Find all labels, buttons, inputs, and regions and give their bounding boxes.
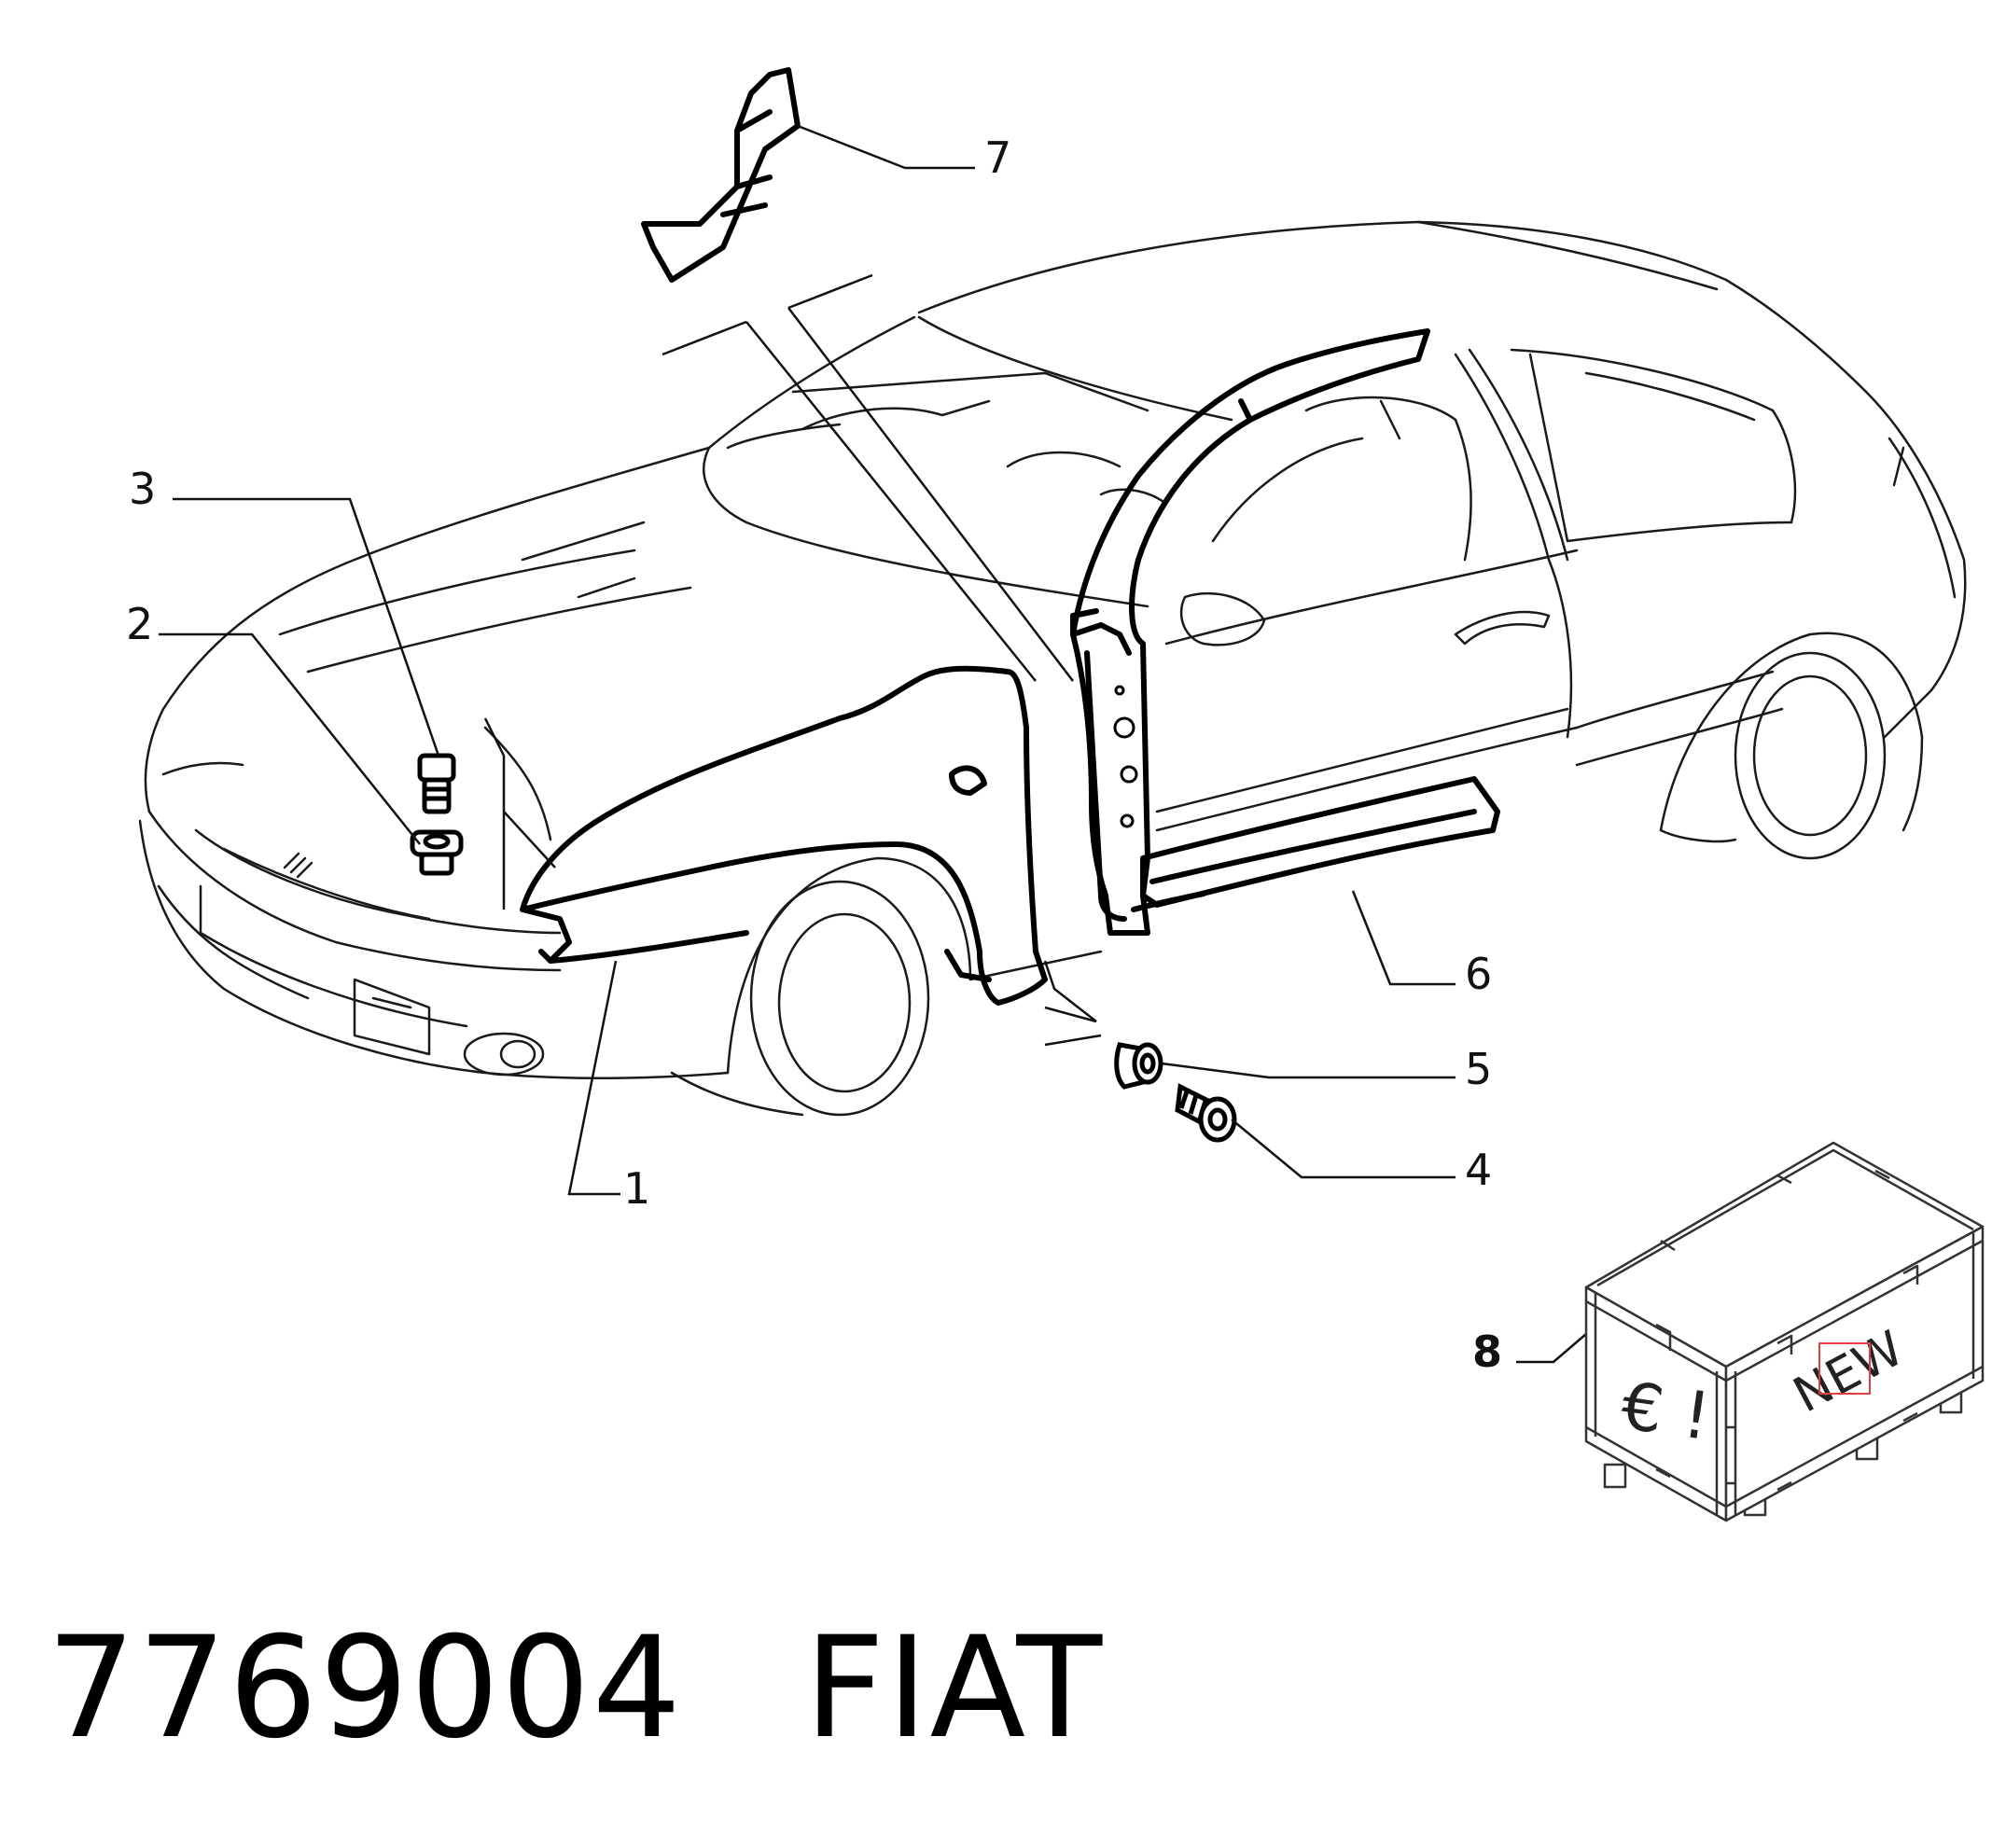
part-7-reinforcement <box>641 67 801 283</box>
callout-8: 8 <box>1472 1327 1502 1377</box>
callout-4: 4 <box>1465 1145 1492 1195</box>
fastener-5 <box>1114 1042 1163 1090</box>
highlighted-parts <box>520 67 1500 1006</box>
car-outline <box>138 220 1967 1117</box>
brand-name: FIAT <box>804 1607 1105 1770</box>
leader-lines <box>159 124 1587 1364</box>
part-1-fender <box>520 665 1048 1006</box>
part-6-sill <box>1140 776 1500 908</box>
pillar-holes <box>1113 685 1138 828</box>
door-frame <box>1070 328 1430 937</box>
callout-5: 5 <box>1465 1044 1492 1094</box>
fastener-2 <box>410 829 464 876</box>
part-number: 7769004 <box>47 1607 684 1770</box>
callout-1: 1 <box>623 1163 650 1214</box>
crate-text-left: € ! <box>1617 1368 1715 1455</box>
callout-2: 2 <box>126 599 153 649</box>
fastener-4 <box>1175 1083 1237 1143</box>
callout-6: 6 <box>1465 949 1492 999</box>
callout-7: 7 <box>984 132 1011 183</box>
fastener-3 <box>417 753 456 814</box>
callout-labels: 7 3 2 1 6 5 4 8 <box>126 132 1502 1377</box>
crate-illustration: € ! NEW <box>1584 1141 1985 1522</box>
callout-3: 3 <box>129 464 156 514</box>
crate-highlight-box <box>1818 1342 1871 1395</box>
